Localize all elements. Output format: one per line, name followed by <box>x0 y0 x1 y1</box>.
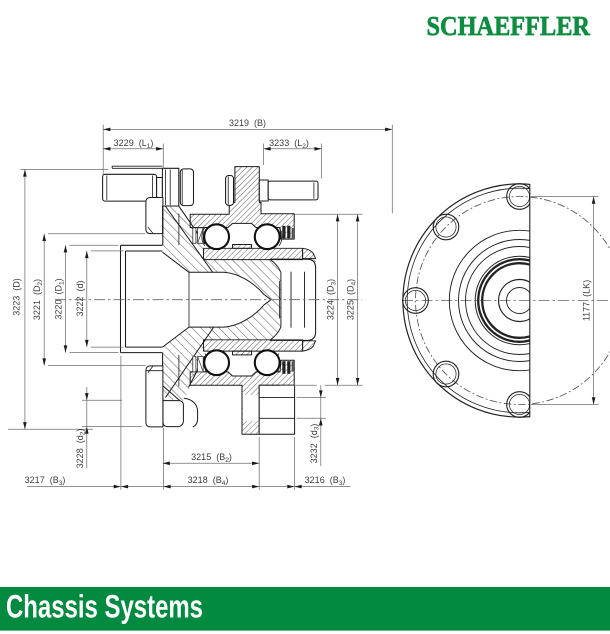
svg-text:3217 (B3): 3217 (B3) <box>25 475 66 487</box>
svg-text:3218 (B4): 3218 (B4) <box>188 475 229 487</box>
svg-text:3228 (d2): 3228 (d2) <box>75 429 87 469</box>
svg-text:3216 (B3): 3216 (B3) <box>305 475 346 487</box>
svg-text:Chassis Systems: Chassis Systems <box>6 589 203 625</box>
svg-text:3229 (L1): 3229 (L1) <box>114 138 154 150</box>
svg-text:3223 (D): 3223 (D) <box>12 278 22 316</box>
svg-text:3220 (D1): 3220 (D1) <box>54 278 66 319</box>
svg-text:3221 (D2): 3221 (D2) <box>32 279 44 320</box>
svg-text:1177 (LK): 1177 (LK) <box>582 280 592 321</box>
svg-text:SCHAEFFLER: SCHAEFFLER <box>427 10 592 41</box>
svg-text:3232 (d3): 3232 (d3) <box>309 424 321 464</box>
svg-text:3225 (D4): 3225 (D4) <box>346 279 358 320</box>
svg-text:3233 (L2): 3233 (L2) <box>269 138 309 150</box>
svg-text:3224 (D3): 3224 (D3) <box>326 279 338 320</box>
svg-text:3215 (B2): 3215 (B2) <box>191 452 232 464</box>
svg-text:3219 (B): 3219 (B) <box>229 118 266 128</box>
svg-text:3222 (d): 3222 (d) <box>75 280 85 316</box>
